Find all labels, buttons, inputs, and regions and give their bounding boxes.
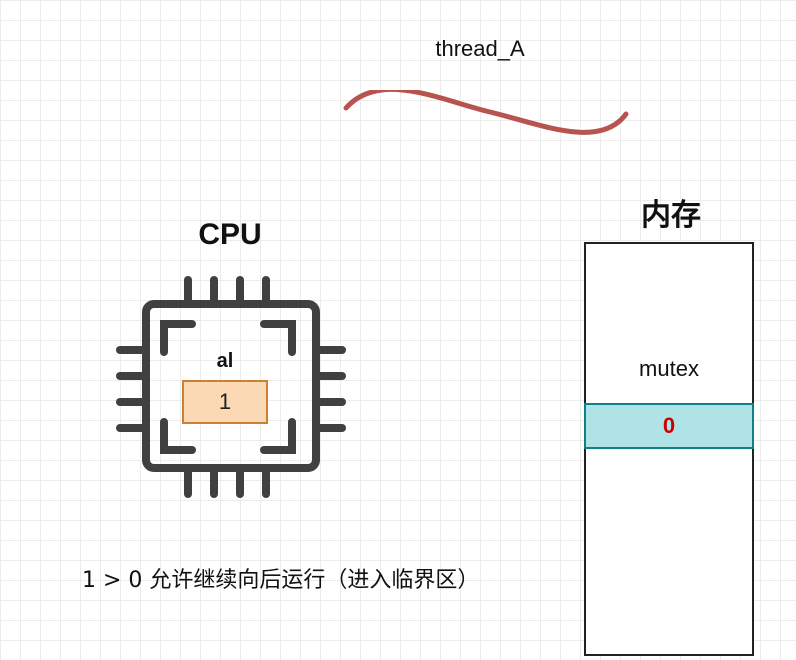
- memory-block: [584, 242, 754, 656]
- thread-wave: [343, 90, 629, 135]
- caption-text: 1 > 0 允许继续向后运行（进入临界区）: [82, 568, 480, 593]
- cpu-title: CPU: [198, 218, 262, 251]
- register-name: al: [216, 350, 234, 372]
- memory-title: 内存: [641, 199, 701, 232]
- cpu-chip-icon: [116, 276, 346, 498]
- thread-label: thread_A: [435, 36, 525, 61]
- mutex-value: 0: [584, 403, 754, 449]
- mutex-label: mutex: [639, 356, 699, 381]
- register-value: 1: [182, 380, 268, 424]
